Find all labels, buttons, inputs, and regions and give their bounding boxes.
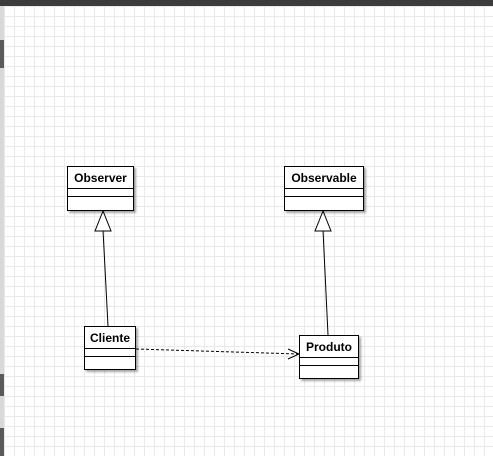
class-name: Observable bbox=[285, 167, 363, 189]
class-produto[interactable]: Produto bbox=[299, 335, 359, 379]
top-bar bbox=[0, 0, 493, 6]
class-operations-compartment bbox=[285, 197, 363, 209]
diagram-canvas[interactable] bbox=[4, 6, 493, 456]
left-panel-edge bbox=[0, 6, 4, 456]
left-panel-edge-segment bbox=[0, 374, 4, 396]
class-observable[interactable]: Observable bbox=[284, 166, 364, 211]
left-panel-edge-segment bbox=[0, 428, 4, 456]
class-name: Cliente bbox=[85, 327, 135, 349]
class-name: Produto bbox=[300, 336, 358, 358]
class-attributes-compartment bbox=[68, 189, 133, 197]
class-observer[interactable]: Observer bbox=[67, 166, 134, 211]
class-attributes-compartment bbox=[300, 358, 358, 366]
class-operations-compartment bbox=[85, 357, 135, 369]
class-operations-compartment bbox=[68, 197, 133, 209]
left-panel-edge-segment bbox=[0, 40, 4, 68]
class-attributes-compartment bbox=[85, 349, 135, 357]
class-operations-compartment bbox=[300, 366, 358, 378]
class-name: Observer bbox=[68, 167, 133, 189]
class-attributes-compartment bbox=[285, 189, 363, 197]
class-cliente[interactable]: Cliente bbox=[84, 326, 136, 370]
